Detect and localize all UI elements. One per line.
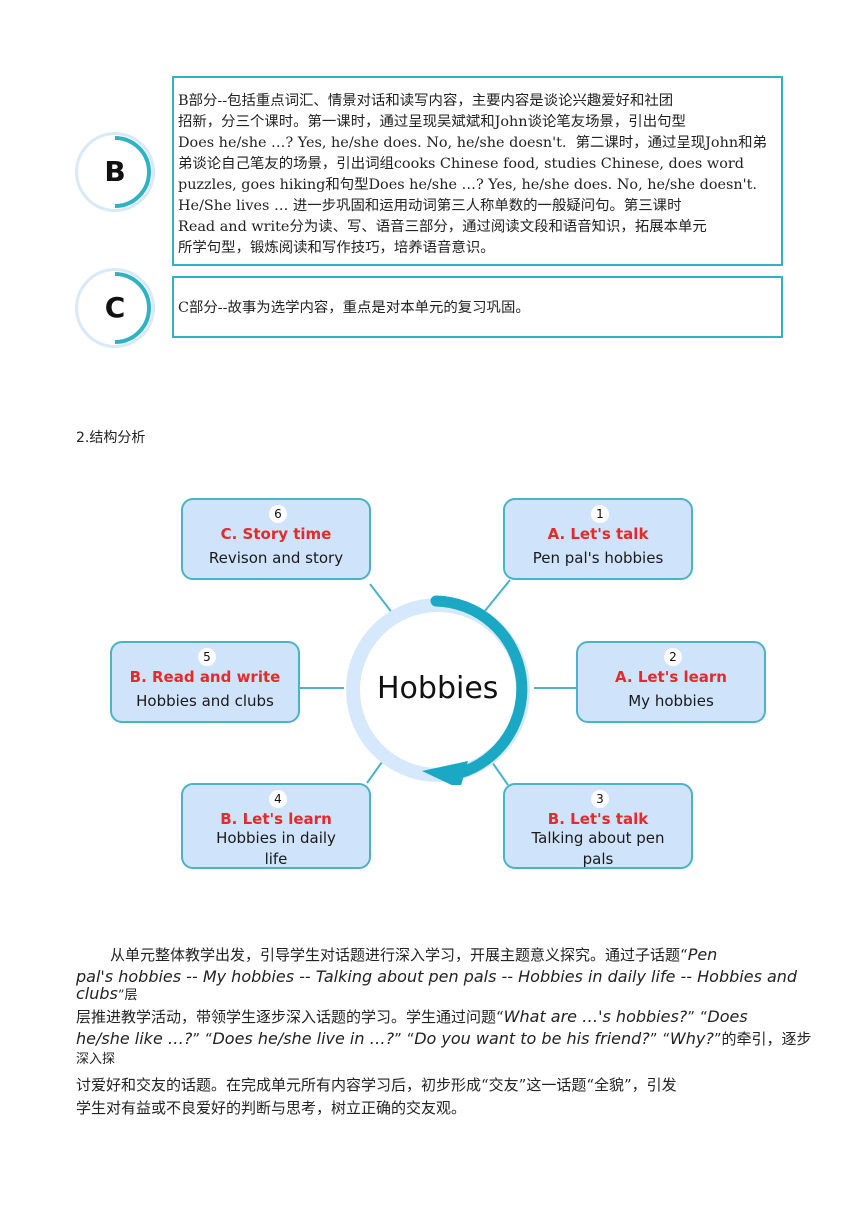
paragraph-line-1: 从单元整体教学出发，引导学生对话题进行深入学习，开展主题意义探究。通过子话题“P… [110, 944, 717, 966]
paragraph-line-5: he/she like …?” “Does he/she live in …?”… [76, 1028, 812, 1050]
paragraph-italic: Pen [687, 945, 718, 964]
node-subtitle: Revison and story [208, 549, 344, 567]
section-b-line-8: 所学句型，锻炼阅读和写作技巧，培养语音意识。 [178, 240, 495, 256]
node-title: B. Let's learn [220, 810, 332, 828]
section-b-line-2: 招新，分三个课时。第一课时，通过呈现吴斌斌和John谈论笔友场景，引出句型 [178, 114, 686, 130]
node-subtitle: Talking about pen pals [505, 828, 691, 870]
node-subtitle-line: Talking about pen [531, 829, 665, 847]
paragraph-text: ” “ [394, 1030, 415, 1048]
section-b-line-1: B部分--包括重点词汇、情景对话和读写内容，主要内容是谈论兴趣爱好和社团 [178, 93, 674, 109]
node-number: 3 [591, 790, 609, 808]
node-title: A. Let's talk [547, 525, 649, 543]
paragraph-italic: he/she like …? [76, 1029, 193, 1048]
node-lets-talk-b: 3 B. Let's talk Talking about pen pals [503, 783, 693, 869]
node-title: B. Let's talk [547, 810, 649, 828]
node-subtitle-line: pals [582, 850, 614, 868]
section-c-badge: C [78, 271, 152, 345]
node-subtitle: Hobbies and clubs [136, 692, 274, 710]
section-b-card [172, 76, 783, 266]
paragraph-line-6: 深入探 [76, 1052, 116, 1067]
node-title: A. Let's learn [615, 668, 727, 686]
node-number: 1 [591, 505, 609, 523]
section-b-line-3: Does he/she …? Yes, he/she does. No, he/… [178, 135, 767, 151]
section-c-text: C部分--故事为选学内容，重点是对本单元的复习巩固。 [178, 300, 530, 316]
section-b-badge: B [78, 135, 152, 209]
hobbies-hub-icon [346, 595, 530, 785]
section-b-letter: B [104, 155, 126, 188]
node-lets-talk-a: 1 A. Let's talk Pen pal's hobbies [503, 498, 693, 580]
section-c-card [172, 276, 783, 338]
node-subtitle: My hobbies [628, 692, 714, 710]
section-heading: 2.结构分析 [76, 430, 146, 446]
paragraph-italic: pal's hobbies -- My hobbies -- Talking a… [76, 967, 798, 986]
section-b-line-5: puzzles, goes hiking和句型Does he/she …? Ye… [178, 177, 757, 193]
section-b-line-4: 弟谈论自己笔友的场景，引出词组cooks Chinese food, studi… [178, 156, 744, 172]
section-c-letter: C [104, 291, 126, 324]
paragraph-text: ”层 [117, 988, 138, 1003]
paragraph-text: ” “ [649, 1030, 670, 1048]
node-story-time: 6 C. Story time Revison and story [181, 498, 371, 580]
node-lets-learn-a: 2 A. Let's learn My hobbies [576, 641, 766, 723]
node-title: B. Read and write [129, 668, 281, 686]
paragraph-line-8: 学生对有益或不良爱好的判断与思考，树立正确的交友观。 [76, 1099, 467, 1117]
paragraph-italic: Do you want to be his friend? [414, 1029, 650, 1048]
paragraph-text: 从单元整体教学出发，引导学生对话题进行深入学习，开展主题意义探究。通过子话题“ [110, 946, 688, 964]
node-read-and-write: 5 B. Read and write Hobbies and clubs [110, 641, 300, 723]
paragraph-text: ” “ [687, 1008, 708, 1026]
paragraph-line-7: 讨爱好和交友的话题。在完成单元所有内容学习后，初步形成“交友”这一话题“全貌”，… [76, 1076, 677, 1094]
node-number: 2 [664, 648, 682, 666]
section-b-line-7: Read and write分为读、写、语音三部分，通过阅读文段和语音知识，拓展… [178, 219, 707, 235]
node-subtitle: Hobbies in daily life [183, 828, 369, 870]
node-subtitle: Pen pal's hobbies [532, 549, 664, 567]
node-number: 5 [198, 648, 216, 666]
node-title: C. Story time [220, 525, 332, 543]
node-number: 4 [269, 790, 287, 808]
node-subtitle-line: life [264, 850, 288, 868]
paragraph-italic: Does [707, 1007, 748, 1026]
hub-label: Hobbies [377, 671, 499, 706]
paragraph-italic: What are …'s hobbies? [503, 1007, 688, 1026]
paragraph-line-3: clubs”层 [76, 983, 138, 1007]
paragraph-italic: Why? [669, 1029, 714, 1048]
paragraph-italic: Does he/she live in …? [212, 1029, 395, 1048]
node-subtitle-line: Hobbies in daily [216, 829, 336, 847]
paragraph-italic: clubs [76, 984, 118, 1003]
paragraph-line-4: 层推进教学活动，带领学生逐步深入话题的学习。学生通过问题“What are …'… [76, 1006, 748, 1028]
paragraph-text: 层推进教学活动，带领学生逐步深入话题的学习。学生通过问题“ [76, 1008, 504, 1026]
node-lets-learn-b: 4 B. Let's learn Hobbies in daily life [181, 783, 371, 869]
paragraph-line-2: pal's hobbies -- My hobbies -- Talking a… [76, 966, 797, 988]
paragraph-text: ”的牵引，逐步 [713, 1030, 812, 1048]
badge-ring-icon [114, 272, 151, 344]
paragraph-text: ” “ [192, 1030, 213, 1048]
badge-ring-icon [114, 136, 151, 208]
section-b-line-6: He/She lives … 进一步巩固和运用动词第三人称单数的一般疑问句。第三… [178, 198, 682, 214]
node-number: 6 [269, 505, 287, 523]
